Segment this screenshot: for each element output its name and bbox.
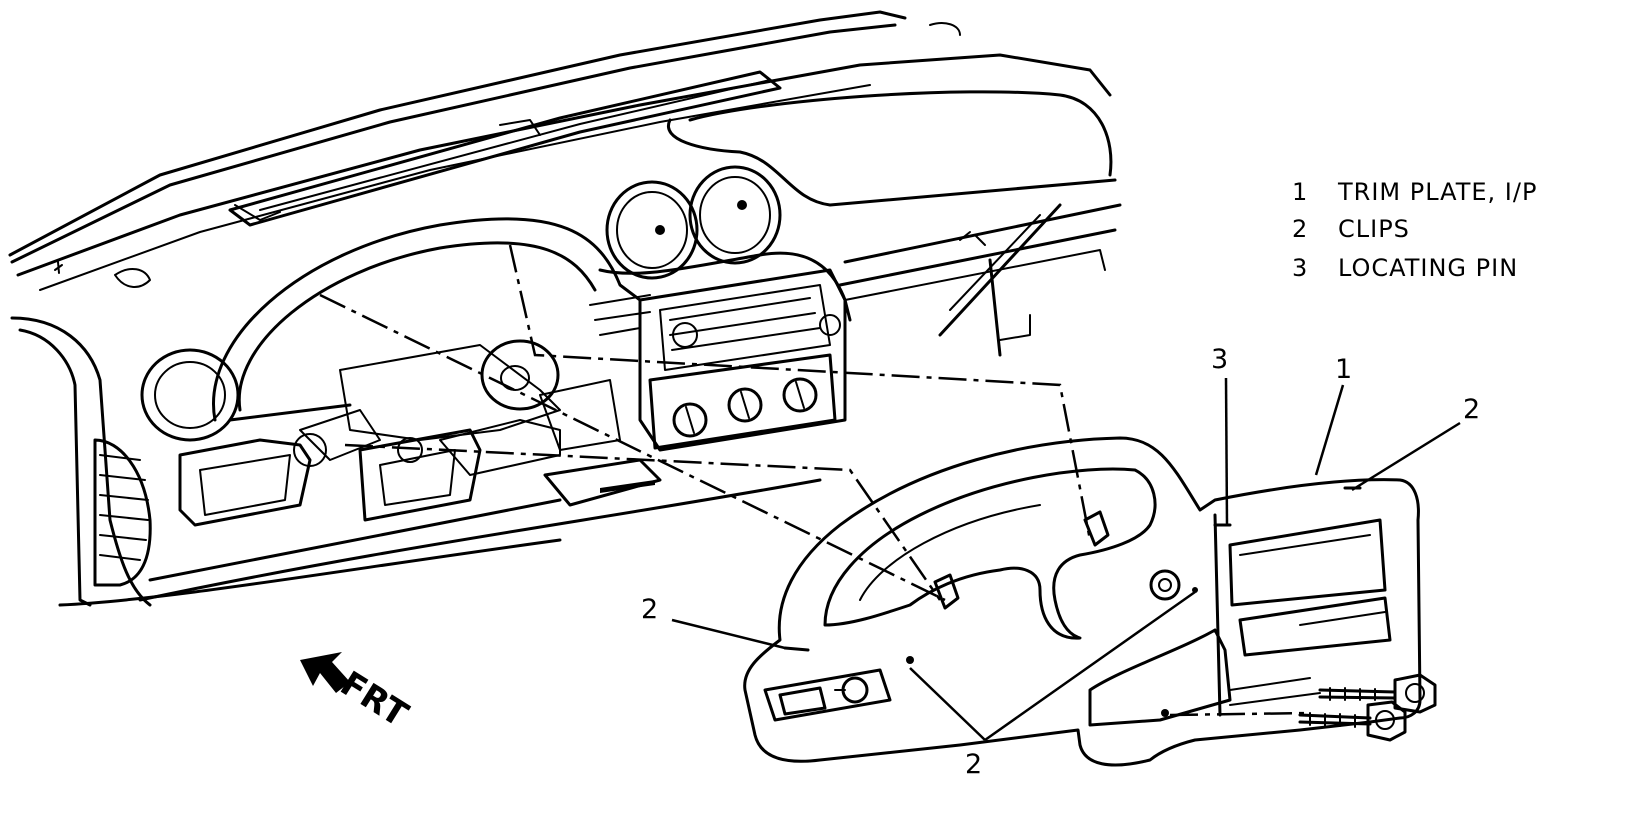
trim-plate (743, 436, 1422, 767)
legend-num-2: 2 (1292, 215, 1308, 243)
callout-3: 3 (1211, 344, 1228, 375)
legend: 1 TRIM PLATE, I/P 2 CLIPS 3 LOCATING PIN (1292, 178, 1537, 282)
legend-label-2: CLIPS (1338, 215, 1410, 243)
instrument-panel (8, 10, 1122, 607)
callout-2-left: 2 (641, 594, 658, 625)
alignment-lines (319, 244, 1311, 717)
callout-2-right: 2 (1463, 394, 1480, 425)
legend-label-1: TRIM PLATE, I/P (1337, 178, 1537, 206)
callout-2-bottom: 2 (965, 749, 982, 780)
legend-num-1: 1 (1292, 178, 1308, 206)
callouts: 3 1 2 2 2 (641, 344, 1480, 780)
legend-label-3: LOCATING PIN (1338, 254, 1518, 282)
leader-lines (671, 377, 1461, 742)
callout-1: 1 (1335, 354, 1352, 385)
screw-lower (1298, 700, 1407, 742)
screw-upper (1318, 673, 1437, 714)
front-arrow: FRT (300, 652, 415, 736)
legend-num-3: 3 (1292, 254, 1308, 282)
screws (1298, 673, 1437, 742)
front-arrow-label: FRT (333, 664, 415, 736)
front-arrow-icon (300, 652, 350, 693)
